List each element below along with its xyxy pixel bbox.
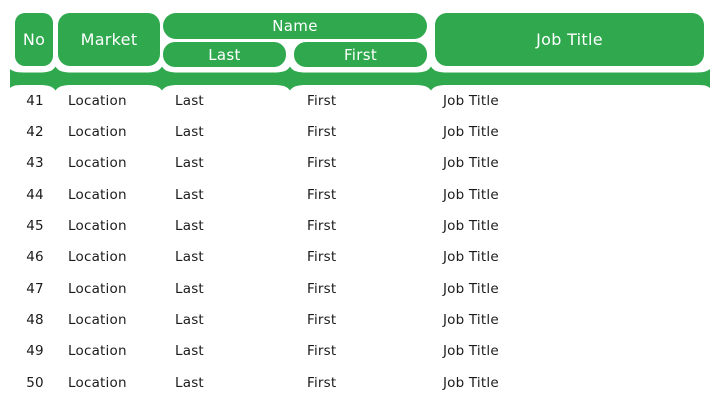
column-header-no: No: [15, 13, 53, 66]
cell-market: Location: [68, 312, 127, 329]
column-header-market: Market: [58, 13, 160, 66]
cell-job-title: Job Title: [443, 343, 499, 360]
cell-job-title: Job Title: [443, 312, 499, 329]
table-row: 43 Location Last First Job Title: [0, 148, 720, 179]
cell-market: Location: [68, 124, 127, 141]
cell-job-title: Job Title: [443, 155, 499, 172]
cell-last: Last: [175, 374, 204, 391]
column-header-first: First: [294, 42, 427, 67]
column-header-market-label: Market: [80, 30, 138, 49]
cell-last: Last: [175, 343, 204, 360]
table-row: 44 Location Last First Job Title: [0, 179, 720, 210]
cell-job-title: Job Title: [443, 124, 499, 141]
cell-market: Location: [68, 92, 127, 109]
cell-no: 41: [26, 92, 44, 109]
cell-first: First: [307, 374, 337, 391]
cell-first: First: [307, 312, 337, 329]
table-row: 47 Location Last First Job Title: [0, 273, 720, 304]
divider-ornament: [10, 66, 710, 91]
cell-job-title: Job Title: [443, 249, 499, 266]
table-row: 50 Location Last First Job Title: [0, 367, 720, 398]
cell-first: First: [307, 92, 337, 109]
column-header-first-label: First: [343, 45, 378, 64]
column-header-no-label: No: [22, 30, 46, 49]
table-row: 45 Location Last First Job Title: [0, 210, 720, 241]
column-header-job-title: Job Title: [435, 13, 704, 66]
cell-first: First: [307, 218, 337, 235]
cell-no: 47: [26, 280, 44, 297]
cell-last: Last: [175, 249, 204, 266]
column-header-name-label: Name: [272, 17, 318, 35]
cell-no: 46: [26, 249, 44, 266]
cell-market: Location: [68, 249, 127, 266]
column-header-job-title-label: Job Title: [536, 30, 603, 49]
cell-no: 44: [26, 186, 44, 203]
cell-last: Last: [175, 312, 204, 329]
cell-last: Last: [175, 280, 204, 297]
cell-job-title: Job Title: [443, 186, 499, 203]
column-header-name-group: Name: [163, 13, 427, 39]
cell-last: Last: [175, 218, 204, 235]
cell-no: 43: [26, 155, 44, 172]
cell-market: Location: [68, 218, 127, 235]
cell-first: First: [307, 280, 337, 297]
cell-first: First: [307, 186, 337, 203]
column-header-last: Last: [163, 42, 286, 67]
table-row: 41 Location Last First Job Title: [0, 85, 720, 116]
cell-no: 45: [26, 218, 44, 235]
cell-last: Last: [175, 155, 204, 172]
column-header-last-label: Last: [208, 45, 241, 64]
cell-job-title: Job Title: [443, 374, 499, 391]
cell-no: 48: [26, 312, 44, 329]
cell-job-title: Job Title: [443, 280, 499, 297]
cell-last: Last: [175, 186, 204, 203]
cell-last: Last: [175, 124, 204, 141]
cell-no: 49: [26, 343, 44, 360]
cell-job-title: Job Title: [443, 92, 499, 109]
cell-first: First: [307, 155, 337, 172]
cell-market: Location: [68, 155, 127, 172]
table-body: 41 Location Last First Job Title 42 Loca…: [0, 85, 720, 398]
cell-market: Location: [68, 343, 127, 360]
cell-first: First: [307, 249, 337, 266]
cell-no: 50: [26, 374, 44, 391]
cell-market: Location: [68, 280, 127, 297]
table-row: 49 Location Last First Job Title: [0, 336, 720, 367]
cell-job-title: Job Title: [443, 218, 499, 235]
cell-market: Location: [68, 186, 127, 203]
table-row: 42 Location Last First Job Title: [0, 116, 720, 147]
cell-last: Last: [175, 92, 204, 109]
cell-first: First: [307, 343, 337, 360]
cell-market: Location: [68, 374, 127, 391]
table-row: 48 Location Last First Job Title: [0, 304, 720, 335]
cell-first: First: [307, 124, 337, 141]
table-row: 46 Location Last First Job Title: [0, 242, 720, 273]
cell-no: 42: [26, 124, 44, 141]
